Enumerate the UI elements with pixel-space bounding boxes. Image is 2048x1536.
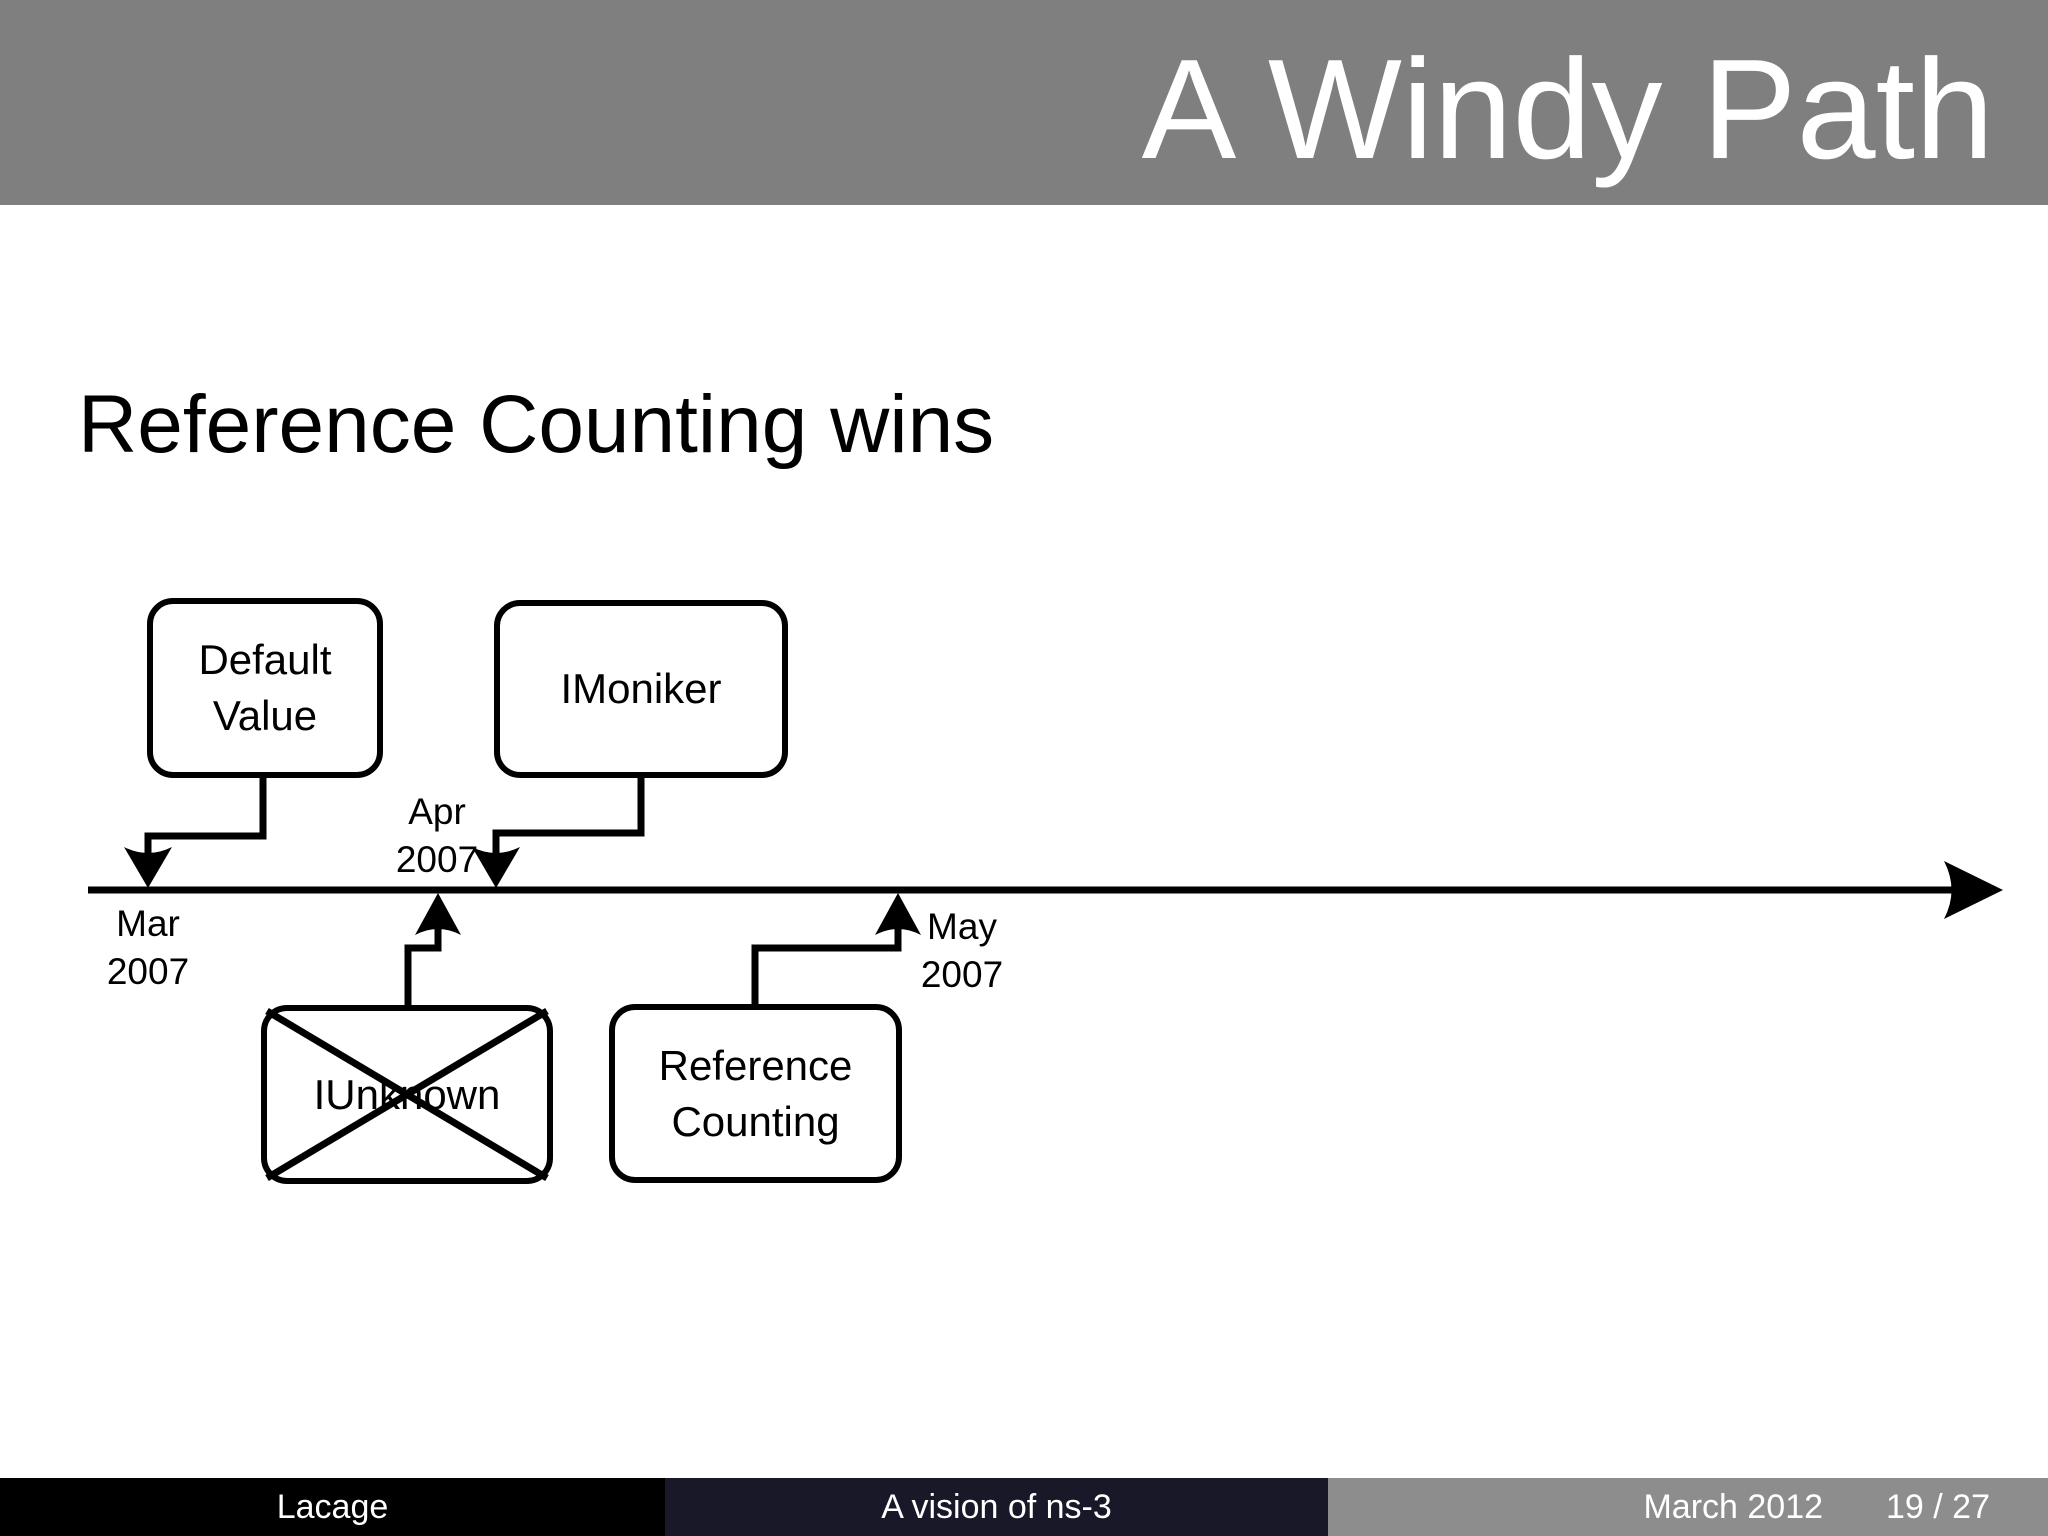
footer-author: Lacage: [0, 1478, 665, 1536]
timeline-label-mar-2007: Mar 2007: [38, 900, 258, 996]
footer-author-text: Lacage: [276, 1487, 389, 1526]
footer-title-text: A vision of ns-3: [881, 1487, 1112, 1526]
timeline-label-may-2007: May 2007: [852, 903, 1072, 999]
label-line: 2007: [920, 954, 1004, 995]
arrow-down-icon: [472, 847, 520, 888]
frame-title: A Windy Path: [1141, 30, 1994, 189]
label-line: May: [927, 906, 997, 947]
label-line: 2007: [106, 951, 190, 992]
label-line: 2007: [395, 839, 479, 880]
arrow-up-icon: [415, 893, 461, 935]
footer-page-number: 19 / 27: [1886, 1487, 1990, 1526]
timeline-label-apr-2007: Apr 2007: [327, 788, 547, 884]
box-iunknown: IUnknown: [261, 1005, 553, 1184]
label-line: Apr: [408, 791, 466, 832]
label-line: Mar: [116, 903, 180, 944]
arrow-down-icon: [124, 847, 172, 888]
box-label-line: Counting: [671, 1097, 840, 1145]
connector-imoniker: [492, 777, 645, 853]
footer: Lacage A vision of ns-3 March 2012 19 / …: [0, 1478, 2048, 1536]
box-label-line: IMoniker: [560, 665, 722, 712]
slide-title-bar: A Windy Path: [0, 0, 2048, 205]
footer-meta: March 2012 19 / 27: [1328, 1478, 2048, 1536]
box-default-value: Default Value: [147, 598, 383, 778]
box-label-line: Default: [198, 636, 332, 683]
box-imoniker: IMoniker: [494, 600, 788, 778]
slide-heading: Reference Counting wins: [78, 379, 995, 470]
box-label-line: IUnknown: [313, 1070, 501, 1118]
box-label-line: Value: [212, 692, 318, 739]
arrow-up-icon: [875, 893, 921, 935]
box-label-line: Reference: [658, 1041, 853, 1089]
timeline-arrowhead-icon: [1944, 861, 2003, 919]
footer-presentation-title: A vision of ns-3: [665, 1478, 1328, 1536]
footer-date: March 2012: [1643, 1487, 1824, 1526]
connector-default-value: [144, 777, 267, 856]
connector-reference-counting: [751, 928, 902, 1005]
connector-iunknown: [404, 928, 442, 1006]
box-reference-counting: Reference Counting: [609, 1004, 902, 1183]
